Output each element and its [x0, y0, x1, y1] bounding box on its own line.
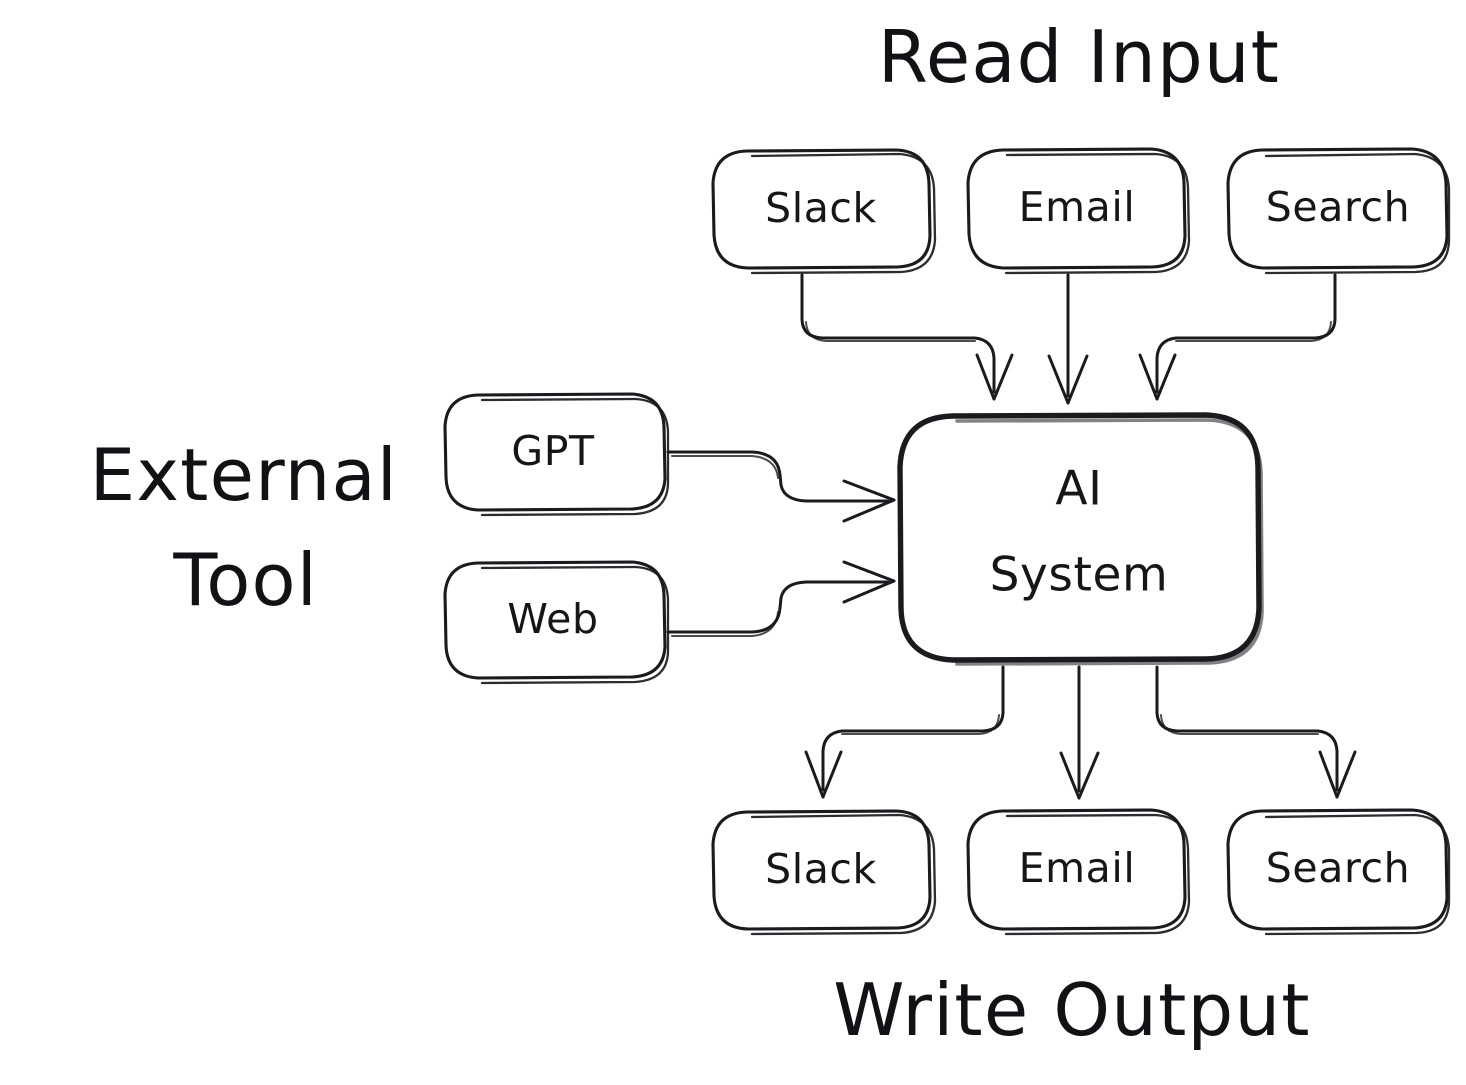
- central-node-ai-system[interactable]: [897, 412, 1264, 666]
- external-tool-node-gpt[interactable]: [443, 392, 670, 517]
- input-node-email[interactable]: [966, 147, 1191, 275]
- input-node-slack-label: Slack: [765, 184, 877, 232]
- section-title-external-tool-line1: External: [90, 433, 398, 517]
- output-node-slack[interactable]: [711, 809, 937, 936]
- input-node-slack[interactable]: [711, 148, 937, 275]
- connector-ai-system-to-email: [1059, 665, 1100, 800]
- central-node-label-line1: AI: [1055, 462, 1102, 517]
- section-title-external-tool-line2: Tool: [172, 538, 318, 622]
- central-node-label-line2: System: [990, 548, 1169, 603]
- connector-search-to-ai-system: [1138, 273, 1337, 401]
- section-title-read-input: Read Input: [878, 15, 1280, 99]
- output-node-search-label: Search: [1266, 844, 1410, 892]
- output-node-email[interactable]: [966, 808, 1191, 936]
- input-node-search-label: Search: [1266, 183, 1410, 231]
- connector-gpt-to-ai-system: [666, 450, 896, 523]
- connector-ai-system-to-search: [1155, 665, 1357, 799]
- input-node-email-label: Email: [1019, 183, 1136, 231]
- connector-slack-to-ai-system: [800, 273, 1014, 401]
- external-tool-node-gpt-label: GPT: [511, 427, 595, 475]
- external-tool-node-web-label: Web: [507, 595, 598, 643]
- connector-ai-system-to-slack: [804, 665, 1005, 799]
- section-title-write-output: Write Output: [833, 968, 1310, 1052]
- output-node-email-label: Email: [1019, 844, 1136, 892]
- external-tool-node-web[interactable]: [443, 560, 670, 685]
- input-node-search[interactable]: [1226, 147, 1451, 275]
- connector-web-to-ai-system: [666, 560, 896, 637]
- output-node-search[interactable]: [1226, 808, 1451, 936]
- output-node-slack-label: Slack: [765, 845, 877, 893]
- connector-email-to-ai-system: [1047, 273, 1089, 405]
